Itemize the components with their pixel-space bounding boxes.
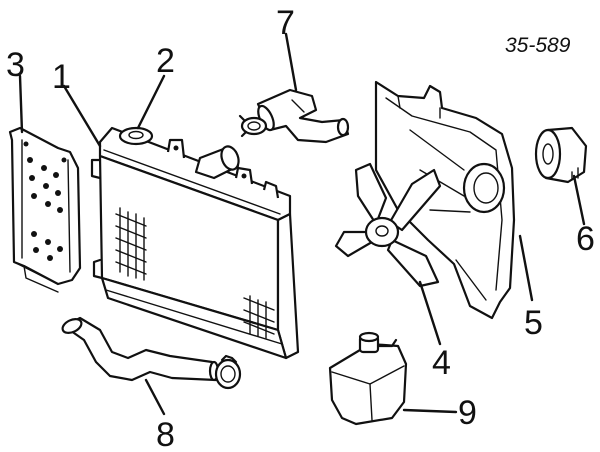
callout-8: 8 — [156, 416, 175, 452]
fan-blade — [334, 162, 442, 288]
upper-hose-clamp — [238, 114, 268, 138]
fan-shroud — [374, 80, 516, 320]
callout-9: 9 — [458, 394, 477, 432]
leader-5 — [518, 234, 534, 302]
leader-8 — [144, 378, 166, 416]
reservoir-tank — [328, 331, 408, 426]
lower-hose-clamp — [214, 354, 242, 390]
callout-5: 5 — [524, 304, 543, 342]
callout-7: 7 — [276, 4, 295, 42]
callout-4: 4 — [432, 344, 451, 382]
callout-3: 3 — [6, 46, 25, 84]
mounting-bracket — [8, 126, 82, 293]
reference-code: 35-589 — [505, 34, 571, 57]
lower-hose — [61, 316, 220, 382]
leader-6 — [572, 174, 586, 226]
leader-7 — [284, 32, 298, 92]
radiator — [90, 126, 300, 360]
leader-1 — [62, 84, 102, 148]
callout-6: 6 — [576, 220, 595, 258]
fan-motor — [534, 126, 588, 184]
leader-9 — [402, 408, 458, 414]
leader-3 — [18, 74, 24, 134]
upper-hose — [256, 88, 350, 144]
leader-2 — [136, 74, 166, 130]
leader-4 — [418, 280, 442, 346]
callout-1: 1 — [52, 58, 71, 96]
callout-2: 2 — [156, 42, 175, 80]
